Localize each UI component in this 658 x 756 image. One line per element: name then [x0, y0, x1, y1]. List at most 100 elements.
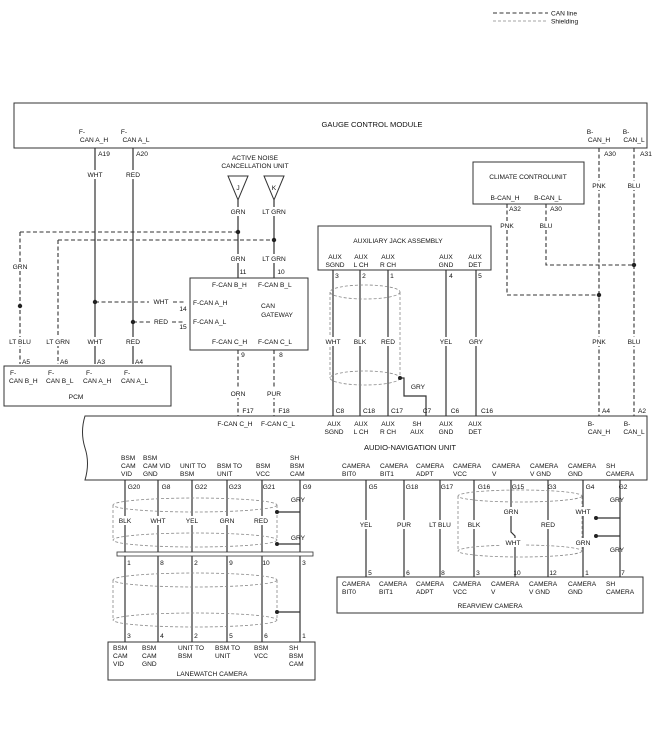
- audio-pin-number: G17: [441, 484, 454, 491]
- wire-label: BLK: [354, 339, 367, 346]
- gauge-pin-label: B-: [623, 129, 630, 136]
- rearview-pin-number: 10: [513, 570, 521, 577]
- cam-shield-top: [457, 489, 583, 503]
- wire-label-bg: [181, 516, 203, 525]
- audio-pin-number: F18: [278, 408, 290, 415]
- climate-pin-number: A30: [550, 206, 562, 213]
- wire-label: WHT: [87, 339, 102, 346]
- bsm-shield-top: [112, 497, 278, 513]
- wire-label: WHT: [505, 540, 520, 547]
- aux-jack-pin-label: AUX: [439, 254, 453, 261]
- pcm-pin-number: A6: [60, 359, 68, 366]
- aux-jack-pin-number: 3: [335, 273, 339, 280]
- pcm-pin-label: F-: [48, 370, 54, 377]
- aux-jack-pin-label: AUX: [468, 254, 482, 261]
- active-noise-cancellation-unit: ACTIVE NOISE CANCELLATION UNIT J K GRN L…: [221, 155, 290, 278]
- gauge-pin-label: CAN_L: [623, 137, 645, 144]
- audio-pin-number: G4: [586, 484, 595, 491]
- wire-label-bg: [377, 337, 399, 346]
- audio-pin-label: AUX: [468, 421, 482, 428]
- lanewatch-box: [107, 641, 316, 681]
- wire-label-bg: [215, 516, 239, 525]
- rearview-pin-label: ADPT: [416, 589, 434, 596]
- splice-dot: [17, 303, 23, 309]
- aux-jack-pin-label: GND: [439, 262, 454, 269]
- gateway-pin-label: F-CAN C_L: [258, 339, 292, 346]
- splice-dot: [271, 237, 277, 243]
- wire-label-bg: [623, 181, 645, 190]
- wire-label-bg: [251, 516, 273, 525]
- splice-dot: [275, 542, 279, 546]
- inline-pin-number: 2: [194, 560, 198, 567]
- splice-dot: [275, 510, 279, 514]
- audio-pin-number: C17: [391, 408, 403, 415]
- wire-label-bg: [587, 181, 611, 190]
- splice-dot: [235, 229, 241, 235]
- gauge-pin-number: A30: [604, 151, 616, 158]
- wire-label: PUR: [267, 391, 281, 398]
- wire-label: BLU: [540, 223, 553, 230]
- rearview-pin-number: 7: [621, 570, 625, 577]
- audio-navigation-unit: AUDIO-NAVIGATION UNIT F17 F18 C8 C18 C17…: [82, 408, 648, 491]
- rearview-pin-number: 1: [585, 570, 589, 577]
- wire-cam-v: [510, 480, 516, 577]
- can-gateway-box: [189, 277, 309, 351]
- audio-bsm-label: BSM: [121, 455, 135, 462]
- audio-cam-label: CAMERA: [380, 463, 409, 470]
- audio-pin-number: C18: [363, 408, 375, 415]
- wire-label: GRN: [504, 509, 519, 516]
- wire-label-bg: [321, 337, 345, 346]
- audio-pin-number: G8: [162, 484, 171, 491]
- wire-label: GRN: [231, 209, 246, 216]
- wire-label: RED: [154, 319, 168, 326]
- wire-label-bg: [349, 337, 371, 346]
- wire-label: YEL: [186, 518, 199, 525]
- pcm-pin-number: A3: [97, 359, 105, 366]
- gauge-pin-label: CAN A_H: [80, 137, 108, 144]
- audio-pin-number: C6: [451, 408, 460, 415]
- wire-label: WHT: [325, 339, 340, 346]
- wire-label: GRY: [610, 497, 625, 504]
- wire-label-bg: [225, 389, 251, 398]
- gateway-pin-label: F-CAN A_L: [193, 319, 227, 326]
- gateway-pin-label: F-CAN A_H: [193, 300, 228, 307]
- anc-connector-j-label: J: [236, 185, 239, 192]
- rearview-pin-label: CAMERA: [342, 581, 371, 588]
- climate-control-unit: CLIMATE CONTROLUNIT B-CAN_H B-CAN_L A32 …: [472, 161, 634, 296]
- lanewatch-pin-label: BSM: [178, 653, 192, 660]
- audio-pin-label: DET: [468, 429, 481, 436]
- aux-jack-pin-label: AUX: [354, 254, 368, 261]
- wire-label: GRY: [469, 339, 484, 346]
- audio-nav-box: [82, 415, 648, 481]
- lanewatch-pin-number: 1: [302, 633, 306, 640]
- audio-bsm-label: BSM: [256, 463, 270, 470]
- legend: CAN line Shielding: [493, 11, 578, 26]
- wire-label-bg: [8, 262, 32, 271]
- gateway-pin-label: F-CAN B_L: [258, 282, 292, 289]
- aux-jack-pin-label: AUX: [328, 254, 342, 261]
- rearview-harness: GRY GRY YEL PUR LT BLU BLK GRN RED WHT W…: [354, 480, 625, 577]
- wire-label-bg: [258, 207, 290, 216]
- wire-label: ORN: [231, 391, 246, 398]
- gauge-control-module: GAUGE CONTROL MODULE F- CAN A_H F- CAN A…: [13, 102, 652, 158]
- gateway-pin-number: 14: [179, 306, 187, 313]
- legend-can-line-label: CAN line: [551, 11, 577, 18]
- pcm-pin-label: F-: [86, 370, 92, 377]
- can-climate-l: [545, 204, 634, 266]
- pcm: A5 A6 A3 A4 F- CAN B_H F- CAN B_L F- CAN…: [3, 359, 172, 407]
- audio-cam-label: CAMERA: [453, 463, 482, 470]
- wire-label-bg: [149, 297, 173, 306]
- anc-connector-j: [227, 175, 249, 202]
- lanewatch-pin-number: 2: [194, 633, 198, 640]
- wire-label: LT GRN: [262, 256, 286, 263]
- gateway-pin-number: 15: [179, 324, 187, 331]
- rearview-pin-label: GND: [568, 589, 583, 596]
- wire-label: RED: [126, 172, 140, 179]
- gauge-pin-label: CAN_H: [588, 137, 611, 144]
- inline-connector: 1 8 2 9 10 3: [116, 551, 314, 567]
- audio-cam-label: VCC: [453, 471, 467, 478]
- rearview-pin-label: CAMERA: [379, 581, 408, 588]
- audio-pin-number: G20: [128, 484, 141, 491]
- wire-label: PNK: [500, 223, 514, 230]
